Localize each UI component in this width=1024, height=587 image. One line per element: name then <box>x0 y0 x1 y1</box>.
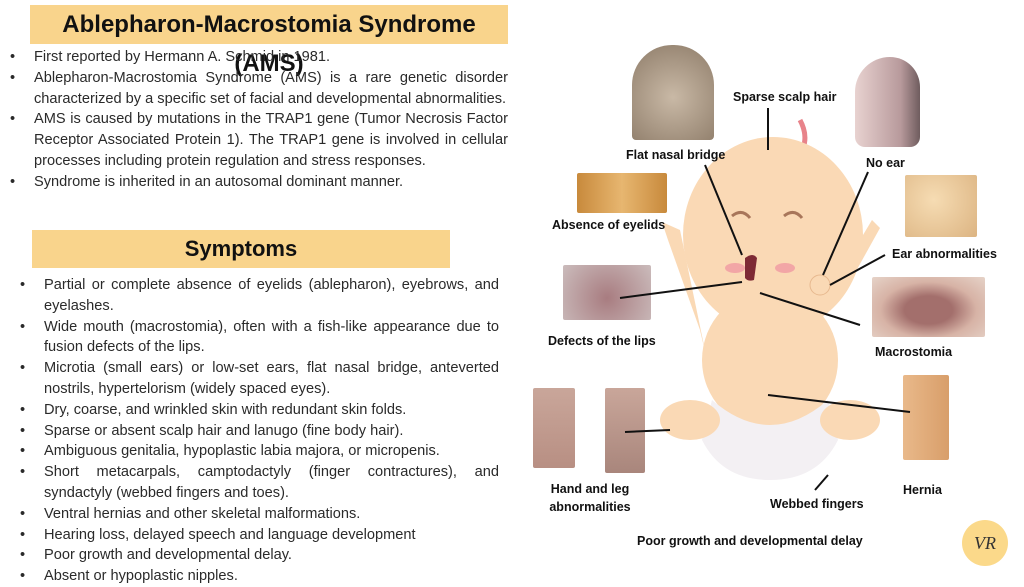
intro-list: First reported by Hermann A. Schmid in 1… <box>10 47 508 193</box>
list-item: Ventral hernias and other skeletal malfo… <box>20 504 499 525</box>
page-title: Ablepharon-Macrostomia Syndrome (AMS) <box>30 5 508 77</box>
symptoms-list: Partial or complete absence of eyelids (… <box>20 275 499 587</box>
head <box>683 137 863 333</box>
symptoms-heading: Symptoms <box>32 230 450 268</box>
list-item: Short metacarpals, camptodactyly (finger… <box>20 462 499 504</box>
photo-flat-nasal-bridge <box>632 45 714 140</box>
label-macrostomia: Macrostomia <box>875 345 953 359</box>
list-item: Sparse or absent scalp hair and lanugo (… <box>20 421 499 442</box>
list-item: AMS is caused by mutations in the TRAP1 … <box>10 109 508 171</box>
list-item: Hearing loss, delayed speech and languag… <box>20 525 499 546</box>
label-hand-leg: Hand and leg abnormalities <box>549 482 631 514</box>
label-webbed-fingers: Webbed fingers <box>770 497 864 511</box>
label-hernia: Hernia <box>903 483 942 497</box>
photo-macrostomia <box>872 277 985 337</box>
list-item: Poor growth and developmental delay. <box>20 545 499 566</box>
diaper <box>702 400 838 480</box>
list-item: Absent or hypoplastic nipples. <box>20 566 499 587</box>
list-item: Ablepharon-Macrostomia Syndrome (AMS) is… <box>10 68 508 110</box>
photo-no-ear <box>855 57 920 147</box>
label-no-ear: No ear <box>866 156 905 170</box>
connector-lines <box>619 108 911 491</box>
vr-logo: VR <box>962 520 1008 566</box>
list-item: Syndrome is inherited in an autosomal do… <box>10 172 508 193</box>
label-ear-abnormalities: Ear abnormalities <box>892 247 997 261</box>
photo-hernia <box>903 375 949 460</box>
list-item: Ambiguous genitalia, hypoplastic labia m… <box>20 441 499 462</box>
list-item: Partial or complete absence of eyelids (… <box>20 275 499 317</box>
label-sparse-scalp-hair: Sparse scalp hair <box>733 90 837 104</box>
label-flat-nasal-bridge: Flat nasal bridge <box>626 148 726 162</box>
list-item: Microtia (small ears) or low-set ears, f… <box>20 358 499 400</box>
mouth <box>745 255 757 281</box>
label-absence-of-eyelids: Absence of eyelids <box>552 218 666 232</box>
photo-eyelids <box>577 173 667 213</box>
footer-caption: Poor growth and developmental delay <box>637 534 863 548</box>
label-defects-of-lips: Defects of the lips <box>548 334 656 348</box>
list-item: First reported by Hermann A. Schmid in 1… <box>10 47 508 68</box>
photo-ear-abnormalities <box>905 175 977 237</box>
photo-lips <box>563 265 651 320</box>
list-item: Wide mouth (macrostomia), often with a f… <box>20 317 499 359</box>
baby-cartoon <box>660 118 880 480</box>
photo-hands <box>533 388 575 468</box>
list-item: Dry, coarse, and wrinkled skin with redu… <box>20 400 499 421</box>
